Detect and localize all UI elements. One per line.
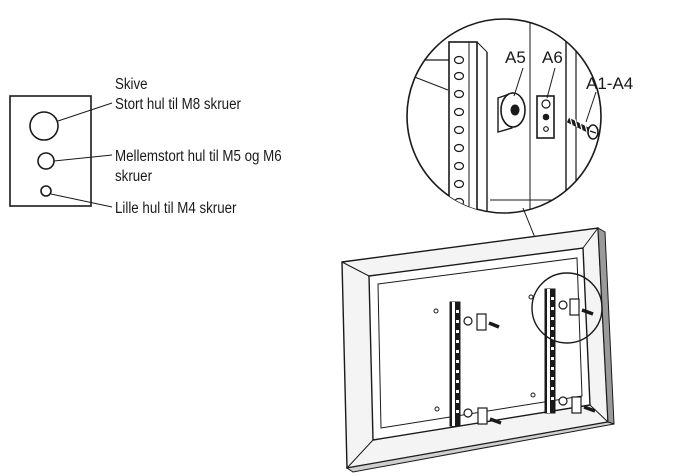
leader-a1-a4 <box>585 91 597 123</box>
legend-small-hole: Lille hul til M4 skruer <box>115 200 237 217</box>
washer-legend-box <box>9 95 92 207</box>
washer-a6 <box>536 95 555 139</box>
leader-line-medium <box>53 154 113 162</box>
detail-zoom <box>406 18 602 214</box>
hardware-bottom-left <box>434 406 502 425</box>
washer-plate <box>9 95 92 207</box>
small-hole-icon <box>40 185 52 197</box>
tv-hardware <box>433 294 596 425</box>
hardware-top-right <box>528 294 594 316</box>
legend-medium-hole-line1: Mellemstort hul til M5 og M6 <box>115 148 282 165</box>
medium-hole-icon <box>37 152 55 170</box>
legend-large-hole: Stort hul til M8 skruer <box>115 96 241 113</box>
leader-line-large <box>57 102 113 122</box>
leader-a6 <box>546 67 556 99</box>
tv-frame <box>341 227 615 473</box>
leader-a5 <box>513 67 524 97</box>
part-leader-lines <box>513 67 597 123</box>
legend-leader-lines <box>50 102 113 208</box>
spacer-a5 <box>497 92 526 133</box>
tv-bracket-right <box>544 288 556 414</box>
hardware-top-left <box>433 308 500 331</box>
highlight-circle <box>531 272 603 344</box>
hardware-bottom-right <box>530 392 596 414</box>
screw-a1-a4 <box>566 116 599 140</box>
large-hole-icon <box>29 111 59 141</box>
zoom-bracket <box>448 41 488 213</box>
legend-title: Skive <box>115 76 148 93</box>
part-label-a1-a4: A1-A4 <box>586 74 634 93</box>
legend-medium-hole-line2: skruer <box>115 168 153 185</box>
tv-bracket-left <box>449 301 461 427</box>
part-label-a5: A5 <box>505 48 526 67</box>
leader-line-small <box>50 193 113 208</box>
part-label-a6: A6 <box>542 48 563 67</box>
